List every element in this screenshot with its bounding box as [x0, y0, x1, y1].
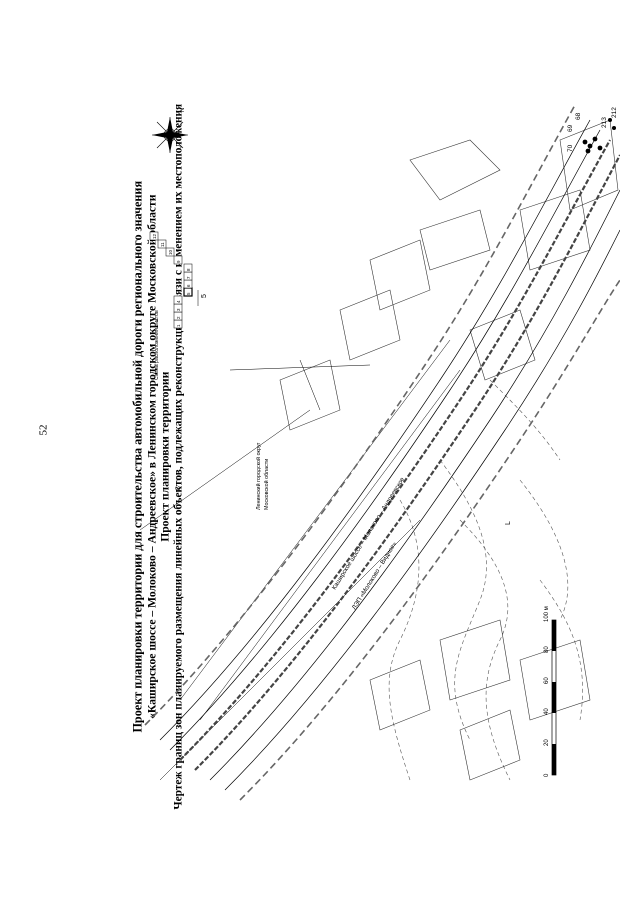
mark-l: L: [505, 521, 512, 525]
sheet-scheme-label: Схема расположения листов: [154, 310, 160, 380]
sheet-number-2: 2: [176, 316, 181, 319]
point-label-68: 68: [575, 112, 582, 120]
sheet-scheme: Схема расположения листов 12345678910111…: [149, 231, 208, 380]
utility-lines: [140, 339, 461, 781]
sheet-number-5: 5: [186, 292, 191, 295]
sheet-box-8: [183, 263, 193, 273]
scale-tick-0: 0: [544, 773, 550, 777]
point-label-70: 70: [567, 144, 574, 152]
sheet-number-3: 3: [176, 308, 181, 311]
sheet-number-7: 7: [186, 276, 191, 279]
scale-tick-5: 100 м: [544, 606, 550, 622]
scale-tick-4: 80: [544, 646, 550, 653]
north-label: N: [180, 108, 186, 112]
sheet-box-11: [157, 239, 167, 249]
terrain-contours: [388, 379, 583, 781]
map-drawing: N Схема расположения листов 123456789101…: [140, 104, 620, 801]
sheet-number-10: 10: [168, 249, 173, 255]
road-corridor: [144, 104, 620, 801]
sheet-number-11: 11: [160, 242, 165, 247]
compass-icon: [152, 117, 188, 153]
scale-tick-2: 40: [544, 708, 550, 715]
point-label-213: 213: [601, 117, 608, 128]
sheet-number-9: 9: [176, 260, 181, 263]
scale-bar: 0 20 40 60 80 100 м: [544, 606, 557, 777]
district-label-line-2: Московской области: [263, 459, 270, 510]
building-blocks: [279, 119, 619, 781]
scale-tick-3: 60: [544, 677, 550, 684]
scale-tick-1: 20: [544, 739, 550, 746]
sheet-number-8: 8: [186, 268, 191, 271]
mark-b: Б: [176, 486, 182, 490]
current-sheet-label: 5: [201, 294, 208, 298]
sheet-number-4: 4: [176, 300, 181, 303]
district-label-line-1: Ленинский городской округ: [255, 442, 262, 510]
sheet-number-1: 1: [176, 324, 181, 327]
sheet-box-10: [165, 247, 175, 257]
sheet-number-12: 12: [152, 233, 157, 239]
sheet-box-12: [149, 231, 159, 241]
point-label-212: 212: [611, 107, 618, 118]
survey-points: [582, 118, 616, 154]
point-label-69: 69: [567, 124, 574, 132]
sheet-box-9: [173, 255, 183, 265]
page-number: 52: [37, 424, 50, 436]
sheet-box-4: [173, 295, 183, 305]
sheet-number-6: 6: [186, 284, 191, 287]
